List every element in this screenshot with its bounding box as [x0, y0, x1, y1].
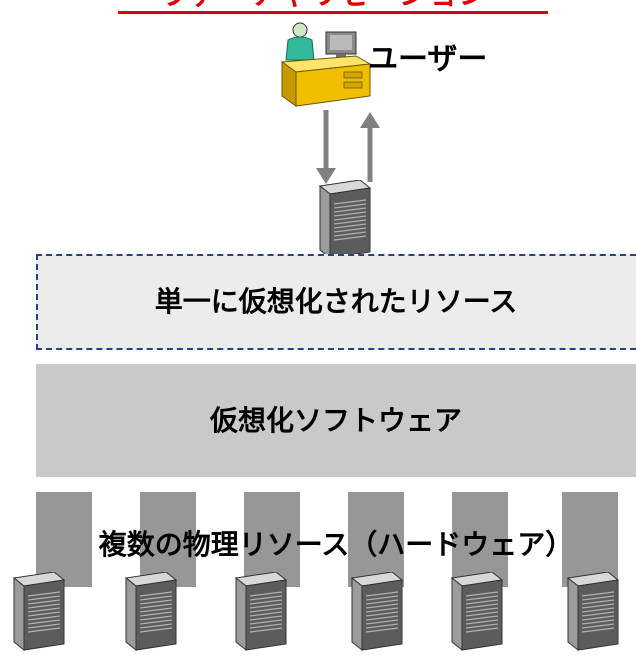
server-icon: [12, 572, 66, 652]
server-icon: [350, 572, 404, 652]
title-underline: [118, 11, 548, 14]
server-icon: [450, 572, 504, 652]
server-icon: [124, 572, 178, 652]
arrow-down-icon: [316, 110, 336, 184]
physical-resource-block: [562, 492, 618, 587]
virtualization-software-label: 仮想化ソフトウェア: [209, 404, 462, 437]
physical-resource-block: [244, 492, 300, 587]
diagram-title: ヴァーチャリゼーション: [118, 0, 530, 10]
physical-resource-block: [348, 492, 404, 587]
request-response-arrows: [316, 110, 380, 184]
physical-resource-block: [36, 492, 92, 587]
physical-resource-block: [452, 492, 508, 587]
server-icon: [234, 572, 288, 652]
physical-resources-label: 複数の物理リソース（ハードウェア）: [98, 528, 574, 561]
virtualization-software-layer: [36, 364, 636, 477]
user-label: ユーザー: [368, 42, 488, 77]
server-icon: [318, 180, 372, 260]
arrow-up-icon: [360, 112, 380, 182]
virtual-resource-layer: [36, 254, 636, 350]
physical-resource-block: [140, 492, 196, 587]
user-at-desk-icon: [280, 22, 372, 107]
server-icon: [566, 572, 620, 652]
virtual-resource-label: 単一に仮想化されたリソース: [154, 285, 518, 318]
